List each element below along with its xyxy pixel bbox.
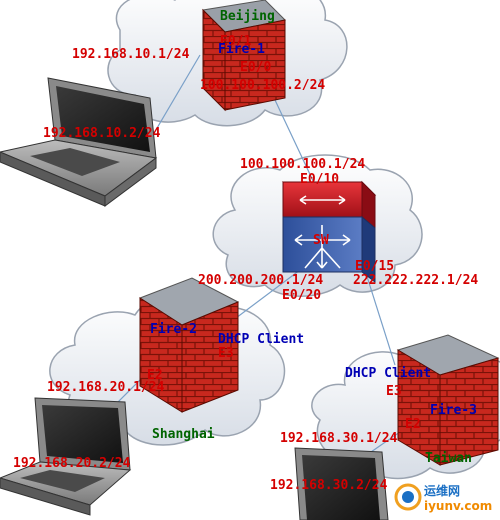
fire2-dhcp-label: DHCP Client <box>218 332 305 347</box>
fire2-e2-label: E2 <box>147 368 163 383</box>
watermark-cn-text: 运维网 <box>424 484 461 498</box>
switch-e010-ip-label: 100.100.100.1/24 <box>240 157 366 172</box>
site-taiwan-label: Taiwan <box>425 451 472 466</box>
fire1-lan-ip-label: 192.168.10.1/24 <box>72 47 190 62</box>
fire2-e3-label: E3 <box>218 346 234 361</box>
firewall-fire2-icon <box>138 277 240 413</box>
fire3-e3-label: E3 <box>386 384 402 399</box>
pc2-ip-label: 192.168.20.2/24 <box>13 456 131 471</box>
fire3-e2-label: E2 <box>405 417 421 432</box>
laptop-pc3-icon <box>294 447 389 520</box>
pc1-ip-label: 192.168.10.2/24 <box>43 126 161 141</box>
watermark-url-text: iyunv.com <box>424 499 493 513</box>
pc3-ip-label: 192.168.30.2/24 <box>270 478 388 493</box>
fire1-e01-label: E0/1 <box>220 34 252 49</box>
switch-e015-label: E0/15 <box>355 259 395 274</box>
site-beijing-label: Beijing <box>220 9 275 24</box>
switch-e015-ip-label: 222.222.222.1/24 <box>353 273 479 288</box>
watermark-logo-icon <box>394 483 422 511</box>
fire3-dhcp-label: DHCP Client <box>345 366 432 381</box>
link-fire1-switch <box>274 99 316 186</box>
laptop-pc2-icon <box>0 397 132 516</box>
link-fire1-pc1 <box>149 54 201 141</box>
laptop-pc1-icon <box>0 77 158 207</box>
switch-sw-icon <box>281 180 377 284</box>
firewall-fire3-icon <box>396 334 500 466</box>
fire3-name-label: Fire-3 <box>430 403 477 418</box>
site-shanghai-label: Shanghai <box>152 427 215 442</box>
link-switch-fire3 <box>364 269 396 366</box>
switch-e020-ip-label: 200.200.200.1/24 <box>198 273 324 288</box>
fire2-lan-ip-label: 192.168.20.1/24 <box>47 380 165 395</box>
firewall-fire1-icon <box>201 0 287 112</box>
fire1-wan-ip-label: 100.100.100.2/24 <box>200 78 326 93</box>
switch-e010-label: E0/10 <box>300 172 340 187</box>
fire3-lan-ip-label: 192.168.30.1/24 <box>280 431 398 446</box>
fire1-e00-label: E0/0 <box>240 60 272 75</box>
fire2-name-label: Fire-2 <box>150 322 197 337</box>
fire1-name-label: Fire-1 <box>218 42 265 57</box>
switch-name-label: SW <box>313 233 329 248</box>
switch-e020-label: E0/20 <box>282 288 322 303</box>
